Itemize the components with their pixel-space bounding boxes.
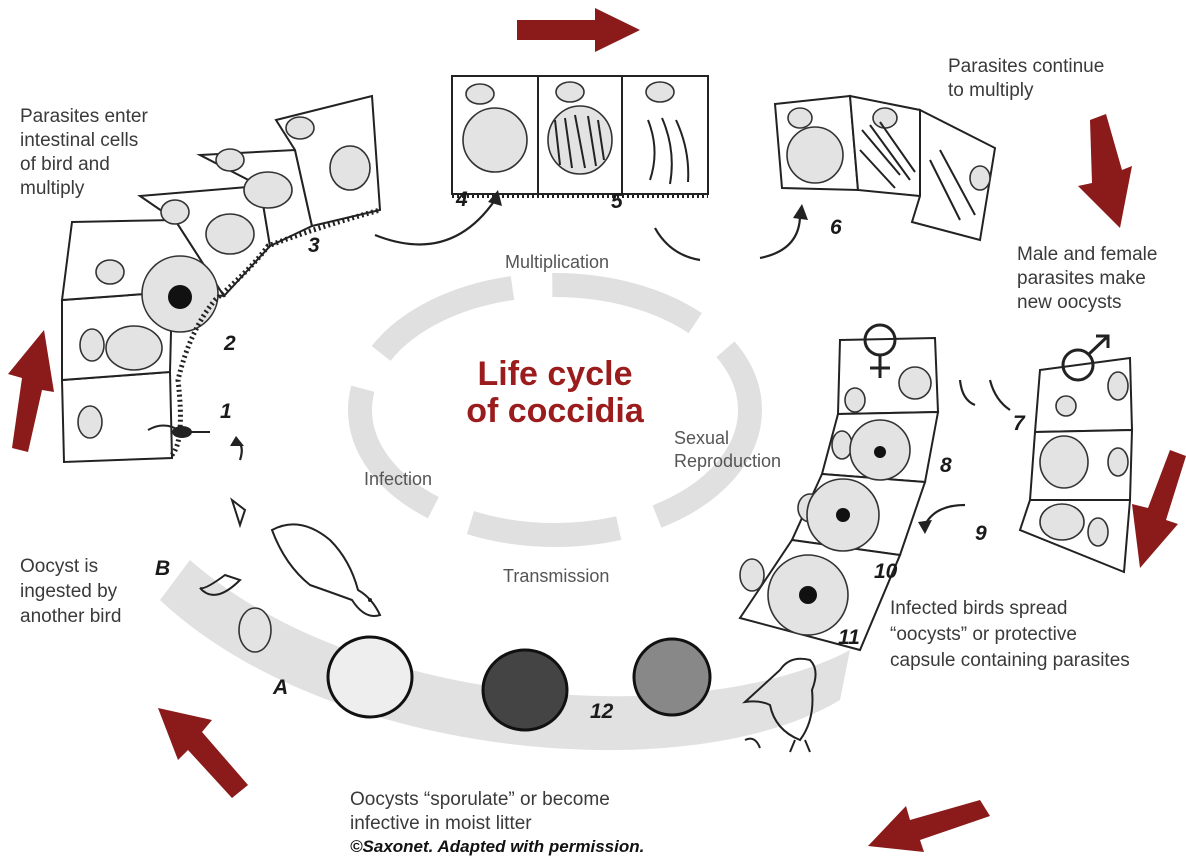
stage-label-4: 4 bbox=[455, 188, 468, 211]
annotation-sporulate: Oocysts “sporulate” or become infective … bbox=[350, 789, 610, 834]
arrow-right-down bbox=[1078, 114, 1132, 228]
intestinal-cells-upper-right bbox=[773, 94, 997, 242]
svg-text:new oocysts: new oocysts bbox=[1017, 292, 1122, 313]
stage-label-1: 1 bbox=[220, 400, 232, 423]
annotation-spread: Infected birds spread “oocysts” or prote… bbox=[890, 598, 1130, 671]
gull-icon bbox=[741, 657, 817, 753]
annotation-continue: Parasites continue to multiply bbox=[948, 56, 1104, 101]
svg-text:Parasites enter: Parasites enter bbox=[20, 106, 148, 127]
arrow-top-right bbox=[517, 8, 640, 52]
svg-text:infective in moist litter: infective in moist litter bbox=[350, 813, 532, 834]
arrow-left-up bbox=[158, 708, 248, 798]
svg-text:another bird: another bird bbox=[20, 606, 121, 627]
stage-label-6: 6 bbox=[830, 216, 842, 239]
oocysts bbox=[199, 497, 712, 732]
svg-text:to multiply: to multiply bbox=[948, 80, 1034, 101]
arrow-bottom-left bbox=[868, 800, 990, 852]
annotation-new-oocysts: Male and female parasites make new oocys… bbox=[1017, 244, 1157, 313]
stage-label-10: 10 bbox=[874, 560, 898, 583]
intestinal-cells-top bbox=[451, 75, 709, 198]
stage-label-a: A bbox=[272, 676, 288, 699]
diagram-title-line2: of coccidia bbox=[466, 392, 645, 430]
svg-text:of bird and: of bird and bbox=[20, 154, 110, 175]
phase-sexual-line1: Sexual bbox=[674, 428, 729, 448]
svg-text:capsule containing parasites: capsule containing parasites bbox=[890, 650, 1130, 671]
arrow-left-vertical bbox=[8, 330, 54, 452]
stage-label-9: 9 bbox=[975, 522, 987, 545]
cycle-arrows bbox=[8, 8, 1186, 852]
phase-sexual-line2: Reproduction bbox=[674, 451, 781, 471]
stage-label-7: 7 bbox=[1013, 412, 1026, 435]
stage-label-12: 12 bbox=[590, 700, 614, 723]
diagram-title-line1: Life cycle bbox=[478, 355, 633, 393]
phase-multiplication: Multiplication bbox=[505, 252, 609, 272]
stage-label-b: B bbox=[155, 557, 170, 580]
phase-infection: Infection bbox=[364, 469, 432, 489]
svg-text:Parasites continue: Parasites continue bbox=[948, 56, 1104, 77]
male-symbol-icon bbox=[1061, 334, 1110, 382]
intestinal-cells-lower-center bbox=[738, 336, 940, 652]
phase-transmission: Transmission bbox=[503, 566, 609, 586]
duck-icon bbox=[270, 523, 382, 617]
svg-text:Oocysts “sporulate” or become: Oocysts “sporulate” or become bbox=[350, 789, 610, 810]
svg-text:ingested by: ingested by bbox=[20, 581, 118, 602]
cycle-ring bbox=[348, 273, 762, 547]
svg-text:intestinal cells: intestinal cells bbox=[20, 130, 138, 151]
svg-text:“oocysts” or protective: “oocysts” or protective bbox=[890, 624, 1077, 645]
svg-text:Infected birds spread: Infected birds spread bbox=[890, 598, 1067, 619]
stage-flow-arrows bbox=[230, 190, 1011, 534]
stage-label-11: 11 bbox=[838, 626, 860, 649]
annotation-ingested: Oocyst is ingested by another bird bbox=[20, 556, 121, 627]
intestinal-cells-left bbox=[60, 94, 382, 464]
annotation-enter: Parasites enter intestinal cells of bird… bbox=[20, 106, 148, 199]
intestinal-cells-male bbox=[1018, 356, 1134, 574]
svg-text:Male and female: Male and female bbox=[1017, 244, 1157, 265]
svg-text:parasites make: parasites make bbox=[1017, 268, 1146, 289]
stage-label-3: 3 bbox=[308, 234, 320, 257]
stage-label-8: 8 bbox=[940, 454, 952, 477]
svg-text:Oocyst is: Oocyst is bbox=[20, 556, 98, 577]
stage-label-2: 2 bbox=[223, 332, 236, 355]
stage-label-5: 5 bbox=[611, 190, 623, 213]
credit-line: ©Saxonet. Adapted with permission. bbox=[350, 837, 644, 856]
svg-text:multiply: multiply bbox=[20, 178, 85, 199]
female-symbol-icon bbox=[863, 323, 897, 378]
arrow-right-lower-down bbox=[1132, 450, 1186, 568]
